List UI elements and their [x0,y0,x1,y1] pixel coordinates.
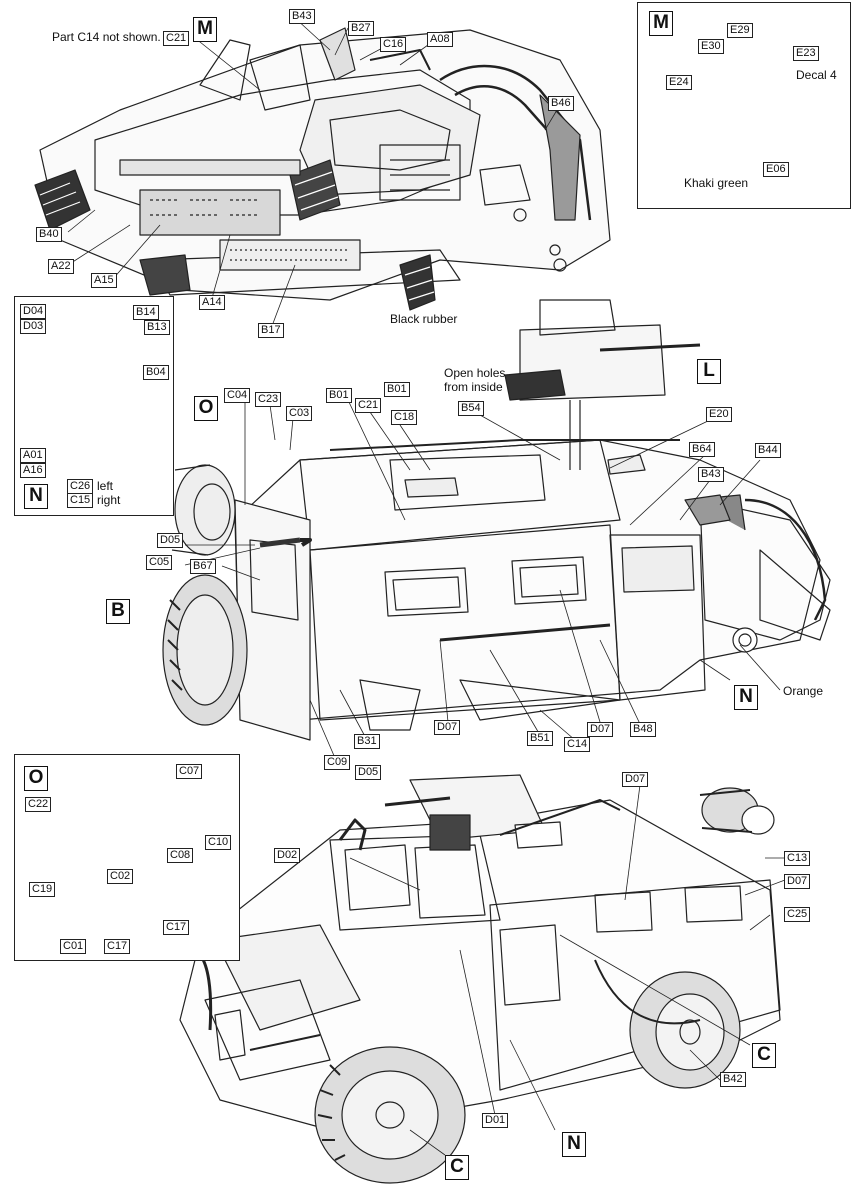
part-label: D01 [482,1113,509,1128]
part-label: B27 [348,21,374,36]
part-label: A15 [91,273,117,288]
part-label: B01 [326,388,352,403]
note-from-inside: from inside [444,380,503,394]
marker-m-main: M [193,17,217,42]
note-right: right [97,493,121,507]
note-decal-4: Decal 4 [796,68,837,82]
part-label: D07 [784,874,811,889]
part-label: B40 [36,227,62,242]
part-label: E29 [727,23,753,38]
interior-assembly-drawing [35,28,610,310]
part-label: D05 [355,765,382,780]
part-label: C23 [255,392,282,407]
part-label: C21 [355,398,382,413]
marker-o-inset: O [24,766,48,791]
note-c14-not-shown: Part C14 not shown. [52,30,161,44]
part-label: D04 [20,304,47,319]
part-label: C14 [564,737,591,752]
part-label: B43 [698,467,724,482]
part-label: C25 [784,907,811,922]
part-label: C02 [107,869,134,884]
part-label: E06 [763,162,789,177]
marker-l: L [697,359,721,384]
panel-o-inset [14,754,240,961]
part-label: B43 [289,9,315,24]
marker-n-inset: N [24,484,48,509]
marker-m-inset: M [649,11,673,36]
part-label: D03 [20,319,47,334]
part-label: B48 [630,722,656,737]
part-label: D07 [434,720,461,735]
part-label: B01 [384,382,410,397]
note-left: left [97,479,114,493]
part-label: A01 [20,448,46,463]
part-label: C15 [67,493,94,508]
part-label: D02 [274,848,301,863]
part-label: D07 [622,772,649,787]
part-label: B54 [458,401,484,416]
part-label: C04 [224,388,251,403]
marker-o-main: O [194,396,218,421]
marker-c-front: C [445,1155,469,1180]
part-label: C17 [104,939,131,954]
part-label: C22 [25,797,52,812]
part-label: C18 [391,410,418,425]
part-label: B46 [548,96,574,111]
part-label: C08 [167,848,194,863]
note-black-rubber: Black rubber [390,312,458,326]
panel-m-inset [637,2,851,209]
part-label: A16 [20,463,46,478]
part-label: A14 [199,295,225,310]
part-label: C10 [205,835,232,850]
note-open-holes: Open holes [444,366,506,380]
part-label: C05 [146,555,173,570]
part-label: B13 [144,320,170,335]
part-label: B31 [354,734,380,749]
part-label: A08 [427,32,453,47]
marker-n-side: N [734,685,758,710]
part-label: A22 [48,259,74,274]
part-label: C16 [380,37,407,52]
marker-b: B [106,599,130,624]
note-orange: Orange [783,684,824,698]
part-label: E23 [793,46,819,61]
part-label: B51 [527,731,553,746]
part-label: B14 [133,305,159,320]
part-label: D07 [587,722,614,737]
vehicle-front-drawing [180,775,780,1183]
part-label: B17 [258,323,284,338]
part-label: C17 [163,920,190,935]
part-label: C09 [324,755,351,770]
vehicle-side-drawing [163,300,830,740]
part-label: B42 [720,1072,746,1087]
marker-n-front: N [562,1132,586,1157]
part-label: C21 [163,31,190,46]
part-label: C01 [60,939,87,954]
part-label: B64 [689,442,715,457]
part-label: B04 [143,365,169,380]
part-label: C13 [784,851,811,866]
part-label: C26 [67,479,94,494]
note-khaki-green: Khaki green [684,176,749,190]
marker-c-side: C [752,1043,776,1068]
part-label: D05 [157,533,184,548]
part-label: E24 [666,75,692,90]
part-label: C03 [286,406,313,421]
part-label: C19 [29,882,56,897]
part-label: B67 [190,559,216,574]
part-label: C07 [176,764,203,779]
part-label: E20 [706,407,732,422]
part-label: E30 [698,39,724,54]
part-label: B44 [755,443,781,458]
